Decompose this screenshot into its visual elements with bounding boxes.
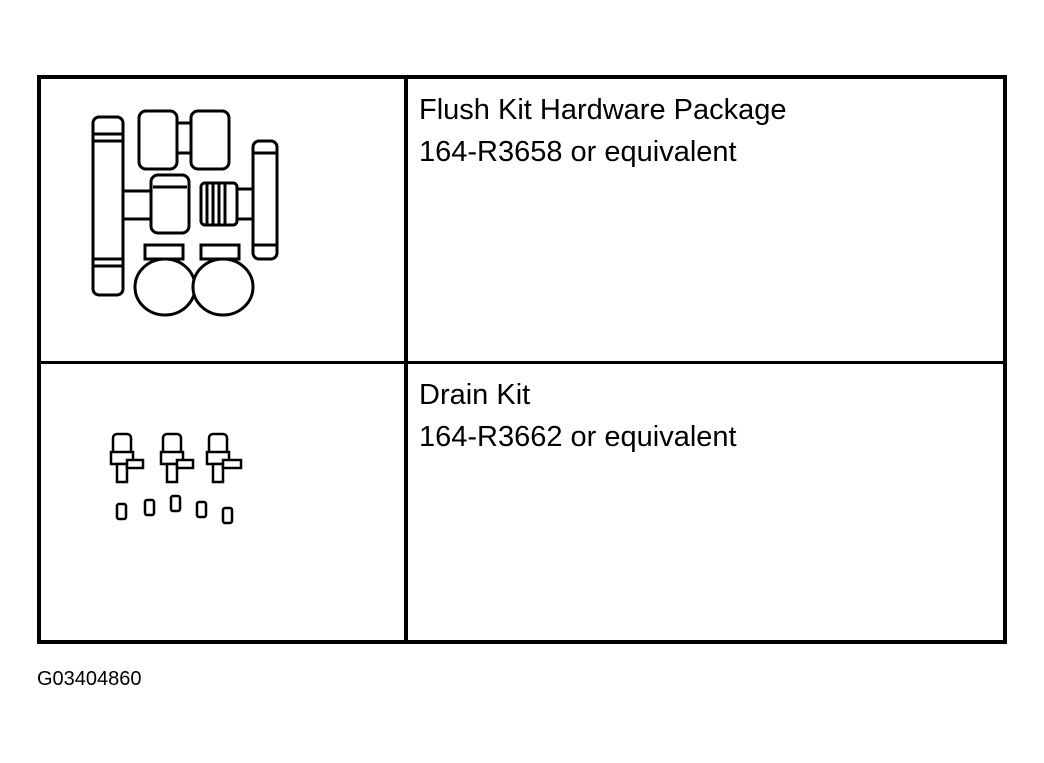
description-cell: Flush Kit Hardware Package 164-R3658 or … [408, 79, 1003, 361]
part-number: 164-R3662 or equivalent [419, 421, 737, 453]
flush-kit-hardware-icon [91, 109, 279, 317]
part-number: 164-R3658 or equivalent [419, 136, 737, 168]
part-name: Flush Kit Hardware Package [419, 94, 787, 126]
parts-table: Flush Kit Hardware Package 164-R3658 or … [37, 75, 1007, 644]
drain-kit-icon [109, 432, 243, 525]
figure-id: G03404860 [37, 668, 142, 690]
part-name: Drain Kit [419, 379, 531, 411]
description-cell: Drain Kit 164-R3662 or equivalent [408, 364, 1003, 640]
table-row: Flush Kit Hardware Package 164-R3658 or … [41, 79, 1003, 364]
image-cell [41, 79, 408, 361]
table-row: Drain Kit 164-R3662 or equivalent [41, 364, 1003, 640]
image-cell [41, 364, 408, 640]
